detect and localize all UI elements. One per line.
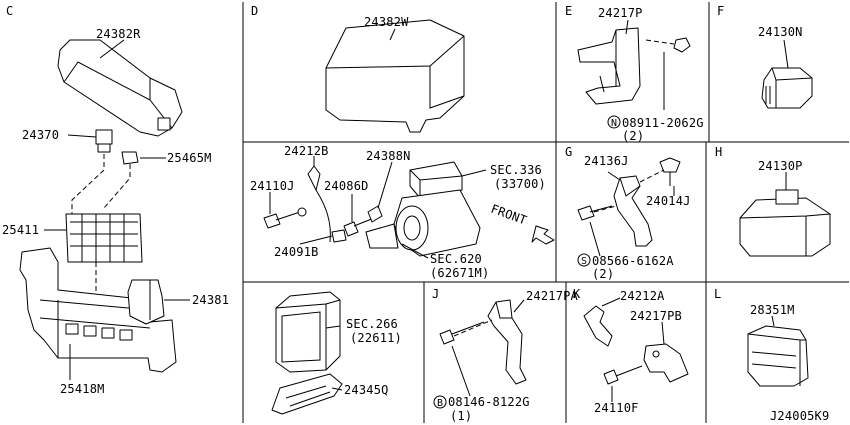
label-sec336-ref: (33700) — [494, 177, 546, 191]
label-24217pb: 24217PB — [630, 309, 682, 323]
bolt-08566-6162a-drawing — [577, 205, 613, 221]
label-08566-6162a: 08566-6162A — [592, 254, 674, 268]
label-25411: 25411 — [2, 223, 39, 237]
bolt-24110j-drawing — [263, 207, 307, 229]
label-24212b: 24212B — [284, 144, 329, 158]
blower-sec620-drawing — [365, 189, 481, 257]
section-label-j: J — [432, 287, 439, 301]
label-24381: 24381 — [192, 293, 229, 307]
label-24370: 24370 — [22, 128, 59, 142]
label-sec266: SEC.266 — [346, 317, 398, 331]
section-label-e: E — [565, 4, 572, 18]
relay-24370-drawing — [95, 129, 113, 153]
label-25418m: 25418M — [60, 382, 105, 396]
connector-25465m-drawing — [121, 151, 139, 165]
clip-24091b-drawing — [331, 229, 347, 243]
section-label-k: K — [573, 287, 581, 301]
label-sec336: SEC.336 — [490, 163, 542, 177]
relay-24130p-drawing — [739, 189, 831, 257]
symbol-b: B — [437, 398, 443, 409]
battery-sec336-drawing — [409, 161, 463, 199]
label-24014j: 24014J — [646, 194, 691, 208]
connector-24381-drawing — [127, 279, 165, 325]
label-24382w: 24382W — [364, 15, 409, 29]
label-24345q: 24345Q — [344, 383, 389, 397]
fuse-block-25411-drawing — [65, 213, 143, 263]
label-08566-qty: (2) — [592, 267, 614, 281]
label-24136j: 24136J — [584, 154, 629, 168]
section-label-f: F — [717, 4, 724, 18]
label-24382r: 24382R — [96, 27, 141, 41]
label-24110f: 24110F — [594, 401, 639, 415]
label-sec266-ref: (22611) — [350, 331, 402, 345]
label-24217p: 24217P — [598, 6, 643, 20]
bracket-24217pb-drawing — [643, 343, 689, 383]
section-label-c: C — [6, 4, 13, 18]
bolt-24110f-drawing — [603, 365, 643, 385]
front-indicator-label: FRONT — [489, 202, 529, 228]
section-grid — [242, 2, 849, 423]
front-arrow-icon — [531, 225, 555, 245]
label-08146-8122g: 08146-8122G — [448, 395, 530, 409]
section-label-d: D — [251, 4, 258, 18]
label-sec620-ref: (62671M) — [430, 266, 489, 280]
diagram-id: J24005K9 — [770, 409, 829, 423]
grommet-24388n-drawing — [367, 205, 383, 223]
bracket-24345q-drawing — [271, 373, 343, 415]
label-sec620: SEC.620 — [430, 252, 482, 266]
label-24130n: 24130N — [758, 25, 803, 39]
bracket-24136j-drawing — [613, 175, 653, 247]
clip-24212a-drawing — [583, 305, 613, 347]
bracket-24217pa-drawing — [487, 299, 527, 385]
section-label-h: H — [715, 145, 722, 159]
bolt-08146-8122g-drawing — [439, 321, 485, 345]
relay-24130n-drawing — [761, 67, 813, 109]
fuse-box-cover-24382r-drawing — [57, 39, 183, 137]
label-25465m: 25465M — [167, 151, 212, 165]
label-24217pa: 24217PA — [526, 289, 579, 303]
symbol-n: N — [611, 118, 617, 129]
label-24388n: 24388N — [366, 149, 411, 163]
label-08146-qty: (1) — [450, 409, 472, 423]
label-24091b: 24091B — [274, 245, 319, 259]
label-24110j: 24110J — [250, 179, 295, 193]
bracket-24217p-drawing — [577, 27, 641, 105]
nut-08911-2062g-drawing — [673, 37, 691, 53]
module-28351m-drawing — [747, 325, 809, 387]
label-08911-2062g: 08911-2062G — [622, 116, 704, 130]
section-label-g: G — [565, 145, 572, 159]
label-24130p: 24130P — [758, 159, 803, 173]
symbol-s: S — [581, 256, 587, 267]
fuse-box-cover-24382w-drawing — [325, 19, 465, 133]
fuse-box-base-25418m-drawing — [19, 247, 177, 373]
control-unit-sec266-drawing — [275, 291, 341, 373]
clip-24212b-drawing — [307, 165, 321, 191]
label-28351m: 28351M — [750, 303, 795, 317]
label-24086d: 24086D — [324, 179, 369, 193]
label-08911-qty: (2) — [622, 129, 644, 143]
clip-24014j-drawing — [659, 157, 681, 186]
section-label-l: L — [714, 287, 721, 301]
label-24212a: 24212A — [620, 289, 665, 303]
